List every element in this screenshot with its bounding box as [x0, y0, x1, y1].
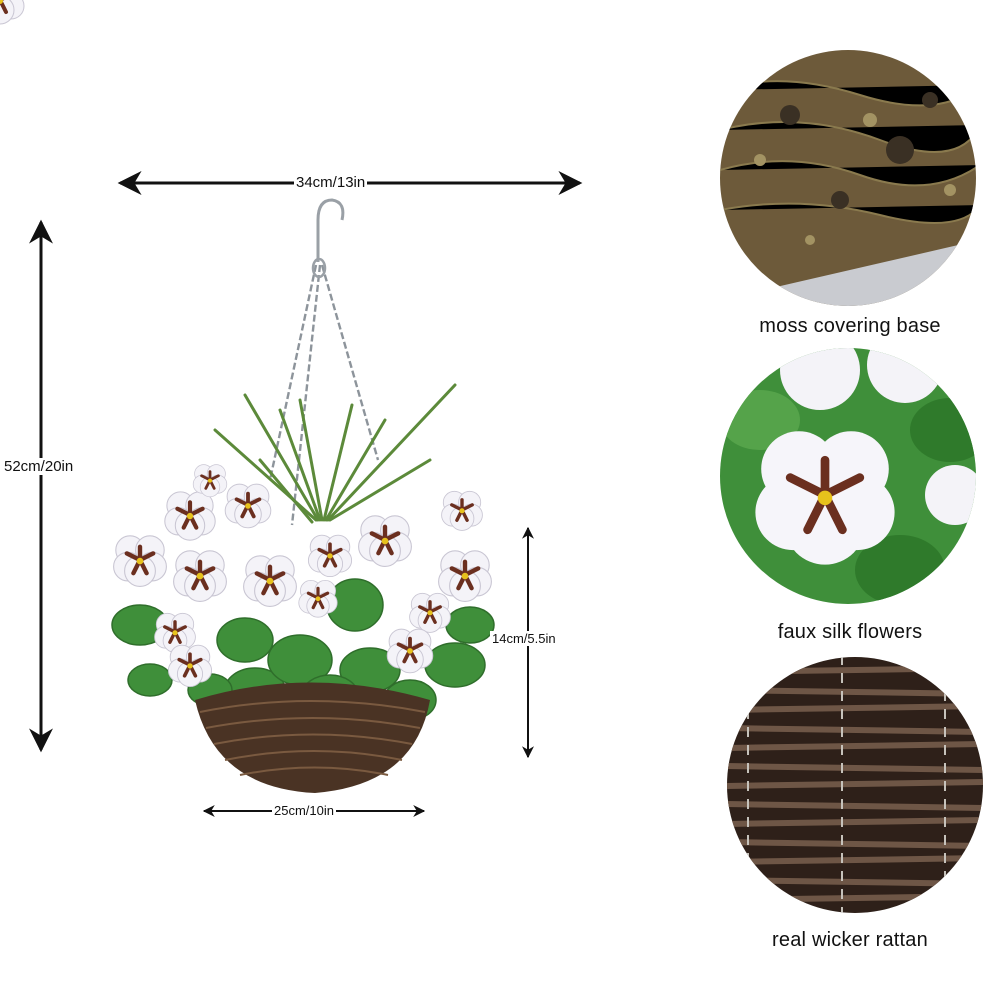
feature-caption-moss: moss covering base: [759, 315, 941, 337]
feature-caption-wicker: real wicker rattan: [772, 929, 928, 951]
feature-caption-flowers: faux silk flowers: [777, 621, 923, 643]
width-top-label: 34cm/13in: [294, 174, 368, 191]
wicker-weave: [727, 657, 983, 913]
pansy-flower-closeup: [720, 348, 976, 604]
height-basket-label: 14cm/5.5in: [490, 631, 558, 646]
hanger-hook: [268, 198, 380, 526]
pansy-flowers: [0, 0, 491, 689]
height-total-label: 52cm/20in: [2, 458, 76, 475]
width-basket-label: 25cm/10in: [272, 803, 336, 818]
wicker-basket: [195, 682, 430, 793]
grass-foliage: [213, 383, 457, 524]
moss-texture: [720, 50, 976, 306]
